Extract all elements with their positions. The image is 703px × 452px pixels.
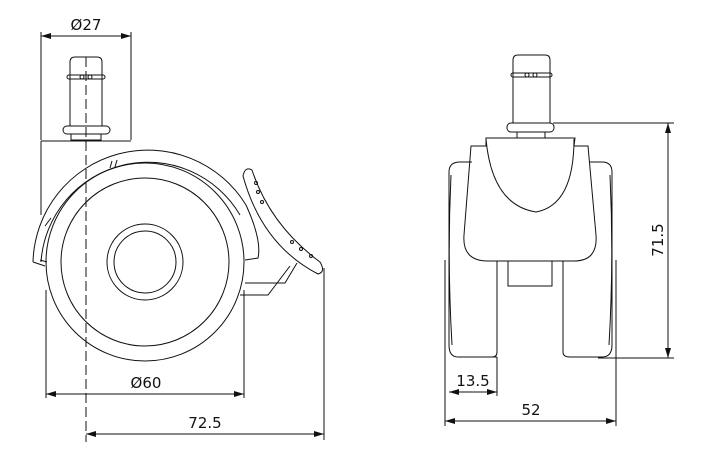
dimension-height: 71.5 [553, 122, 674, 359]
wheels [448, 161, 613, 358]
brake-lever [242, 168, 324, 275]
dimension-wheel-diameter: Ø60 [45, 290, 245, 398]
fork-body [463, 137, 597, 287]
front-view: 71.5 13.5 52 [444, 54, 674, 426]
dimension-overall-depth: 72.5 [86, 268, 325, 440]
stem-diameter-label: Ø27 [71, 16, 102, 34]
wheel [45, 162, 245, 362]
wheel-width-label: 13.5 [456, 372, 489, 390]
height-label: 71.5 [649, 223, 667, 256]
dimension-stem-diameter: Ø27 [40, 16, 132, 140]
housing [32, 141, 298, 296]
overall-width-label: 52 [521, 401, 540, 419]
wheel-diameter-label: Ø60 [131, 374, 162, 392]
dimension-overall-width: 52 [444, 260, 617, 426]
side-view: Ø27 Ø60 72.5 [32, 16, 325, 442]
stem [506, 54, 555, 138]
overall-depth-label: 72.5 [188, 414, 221, 432]
dimension-wheel-width: 13.5 [449, 357, 498, 396]
